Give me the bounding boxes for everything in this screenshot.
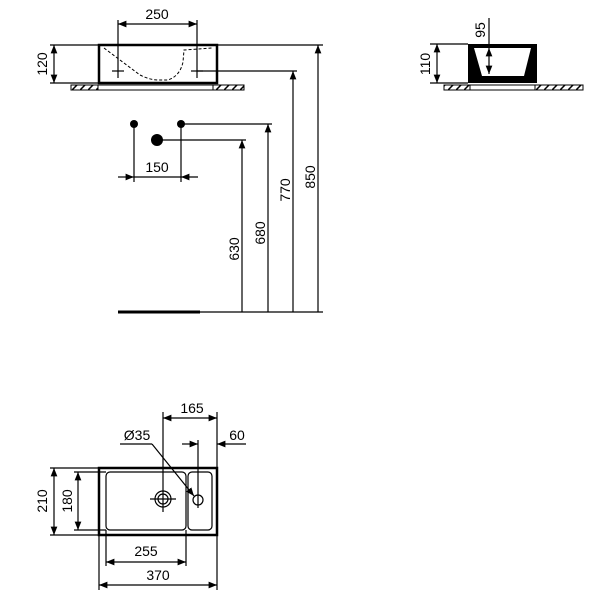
dim-255: 255 bbox=[134, 543, 158, 559]
dim-850: 850 bbox=[302, 165, 318, 189]
dim-180: 180 bbox=[59, 489, 75, 513]
plan-view: 165 60 Ø35 210 180 255 370 bbox=[34, 400, 246, 590]
side-view: 110 95 bbox=[417, 18, 584, 91]
basin-side bbox=[468, 44, 537, 83]
dim-210: 210 bbox=[34, 489, 50, 513]
dim-120: 120 bbox=[34, 52, 50, 76]
dim-630: 630 bbox=[226, 237, 242, 261]
front-view: 250 120 850 770 680 630 150 bbox=[34, 6, 323, 314]
dim-150: 150 bbox=[145, 159, 169, 175]
dim-diameter-35: Ø35 bbox=[124, 427, 151, 443]
basin-front bbox=[97, 43, 219, 85]
dim-250: 250 bbox=[145, 6, 169, 22]
dim-110: 110 bbox=[417, 53, 433, 76]
dim-680: 680 bbox=[252, 221, 268, 245]
dim-95: 95 bbox=[472, 22, 488, 38]
dim-370: 370 bbox=[146, 567, 170, 583]
dim-165: 165 bbox=[180, 400, 204, 416]
dim-60: 60 bbox=[229, 427, 245, 443]
dim-770: 770 bbox=[277, 178, 293, 202]
basin-outline bbox=[97, 466, 219, 537]
bowl-outline bbox=[105, 471, 187, 531]
